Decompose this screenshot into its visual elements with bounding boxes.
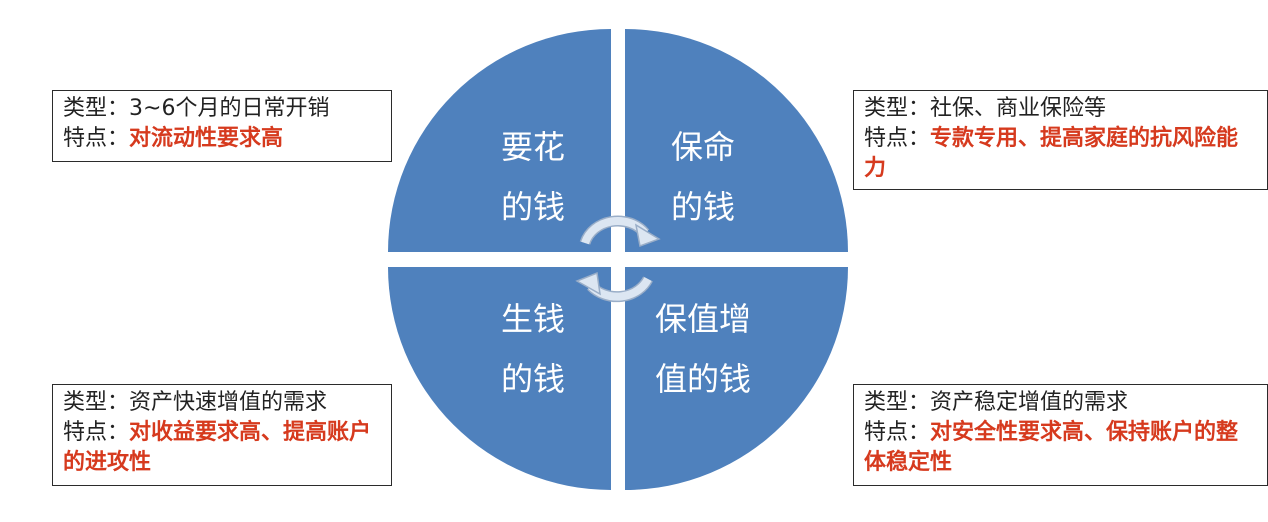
info-box-top-left: 类型：3~6个月的日常开销 特点：对流动性要求高 bbox=[52, 90, 392, 162]
quadrant-bl-line1: 生钱 bbox=[501, 300, 565, 338]
quadrant-tl-line1: 要花 bbox=[501, 128, 565, 166]
quadrant-tr-line2: 的钱 bbox=[671, 188, 735, 226]
type-text: 资产快速增值的需求 bbox=[129, 390, 328, 415]
quadrant-bl-line2: 的钱 bbox=[501, 360, 565, 398]
feature-label: 特点： bbox=[864, 126, 931, 151]
type-text: 3~6个月的日常开销 bbox=[129, 96, 330, 121]
quadrant-bottom-right bbox=[625, 267, 848, 490]
quadrant-br-line2: 值的钱 bbox=[655, 360, 751, 398]
type-label: 类型： bbox=[864, 390, 931, 415]
info-box-bottom-left: 类型：资产快速增值的需求 特点：对收益要求高、提高账户的进攻性 bbox=[52, 384, 392, 486]
feature-text: 专款专用、提高家庭的抗风险能力 bbox=[864, 126, 1239, 181]
type-label: 类型： bbox=[864, 96, 931, 121]
feature-line: 特点：对安全性要求高、保持账户的整体稳定性 bbox=[864, 418, 1257, 478]
quadrant-br-line1: 保值增 bbox=[655, 300, 751, 338]
type-line: 类型：3~6个月的日常开销 bbox=[63, 94, 381, 124]
feature-label: 特点： bbox=[864, 420, 931, 445]
info-box-bottom-right: 类型：资产稳定增值的需求 特点：对安全性要求高、保持账户的整体稳定性 bbox=[853, 384, 1268, 486]
type-line: 类型：资产快速增值的需求 bbox=[63, 388, 381, 418]
type-label: 类型： bbox=[63, 96, 130, 121]
quadrant-tl-line2: 的钱 bbox=[501, 188, 565, 226]
type-label: 类型： bbox=[63, 390, 130, 415]
feature-line: 特点：对流动性要求高 bbox=[63, 124, 381, 154]
feature-label: 特点： bbox=[63, 420, 130, 445]
info-box-top-right: 类型：社保、商业保险等 特点：专款专用、提高家庭的抗风险能力 bbox=[853, 90, 1268, 190]
circular-arrows-icon bbox=[575, 215, 661, 303]
feature-text: 对流动性要求高 bbox=[129, 126, 284, 151]
type-text: 社保、商业保险等 bbox=[930, 96, 1107, 121]
feature-line: 特点：对收益要求高、提高账户的进攻性 bbox=[63, 418, 381, 478]
feature-text: 对安全性要求高、保持账户的整体稳定性 bbox=[864, 420, 1239, 475]
feature-label: 特点： bbox=[63, 126, 130, 151]
quadrant-bottom-left bbox=[388, 267, 611, 490]
quadrant-tr-line1: 保命 bbox=[671, 128, 735, 166]
quadrant-top-left bbox=[388, 29, 611, 252]
quadrant-top-right bbox=[625, 29, 848, 252]
type-line: 类型：资产稳定增值的需求 bbox=[864, 388, 1257, 418]
type-line: 类型：社保、商业保险等 bbox=[864, 94, 1257, 124]
type-text: 资产稳定增值的需求 bbox=[930, 390, 1129, 415]
feature-text: 对收益要求高、提高账户的进攻性 bbox=[63, 420, 372, 475]
feature-line: 特点：专款专用、提高家庭的抗风险能力 bbox=[864, 124, 1257, 184]
